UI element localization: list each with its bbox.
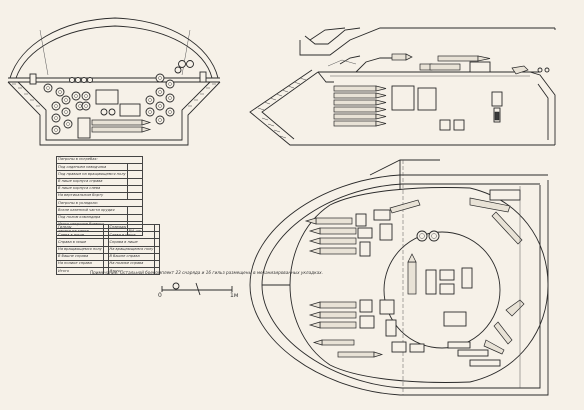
scale-one-label: 1м [230, 292, 239, 299]
table-section-heading: Патроны в укладках: [55, 199, 144, 208]
table-row: В нише корпуса слева [56, 184, 144, 193]
table-row: На вертикальном борту [56, 191, 144, 201]
scale-zero-label: 0 [158, 292, 162, 299]
top-shell-ends [29, 71, 207, 85]
plan-view [249, 159, 549, 396]
plan-bottom-shells [308, 299, 525, 367]
shell-ends-right [145, 60, 194, 125]
drawing-note: Примечание: Остальной боекомплект 23 сна… [90, 270, 323, 275]
plan-centre-items [407, 253, 473, 327]
table-row: Под правым на вращающемся полу [56, 170, 144, 179]
table-header-row: Гильзы Снаряды [56, 223, 160, 233]
side-top-shells [391, 53, 550, 75]
table-section-heading: Патроны в погребах: [55, 155, 144, 165]
front-cross-section-view [7, 17, 221, 146]
table-row: Возле казенной части орудия [56, 206, 144, 215]
side-rack-shells [333, 85, 503, 131]
horizontal-shells-front [77, 89, 152, 139]
table-row: Под сиденьем наводчика [56, 163, 144, 172]
table-row: В нише корпуса справа [56, 177, 144, 186]
side-section-view [249, 27, 556, 146]
scale-bar [161, 282, 233, 296]
shell-ends-left [43, 83, 91, 135]
table-row: Под полом командира [56, 213, 144, 222]
plan-top-shells [304, 189, 523, 257]
